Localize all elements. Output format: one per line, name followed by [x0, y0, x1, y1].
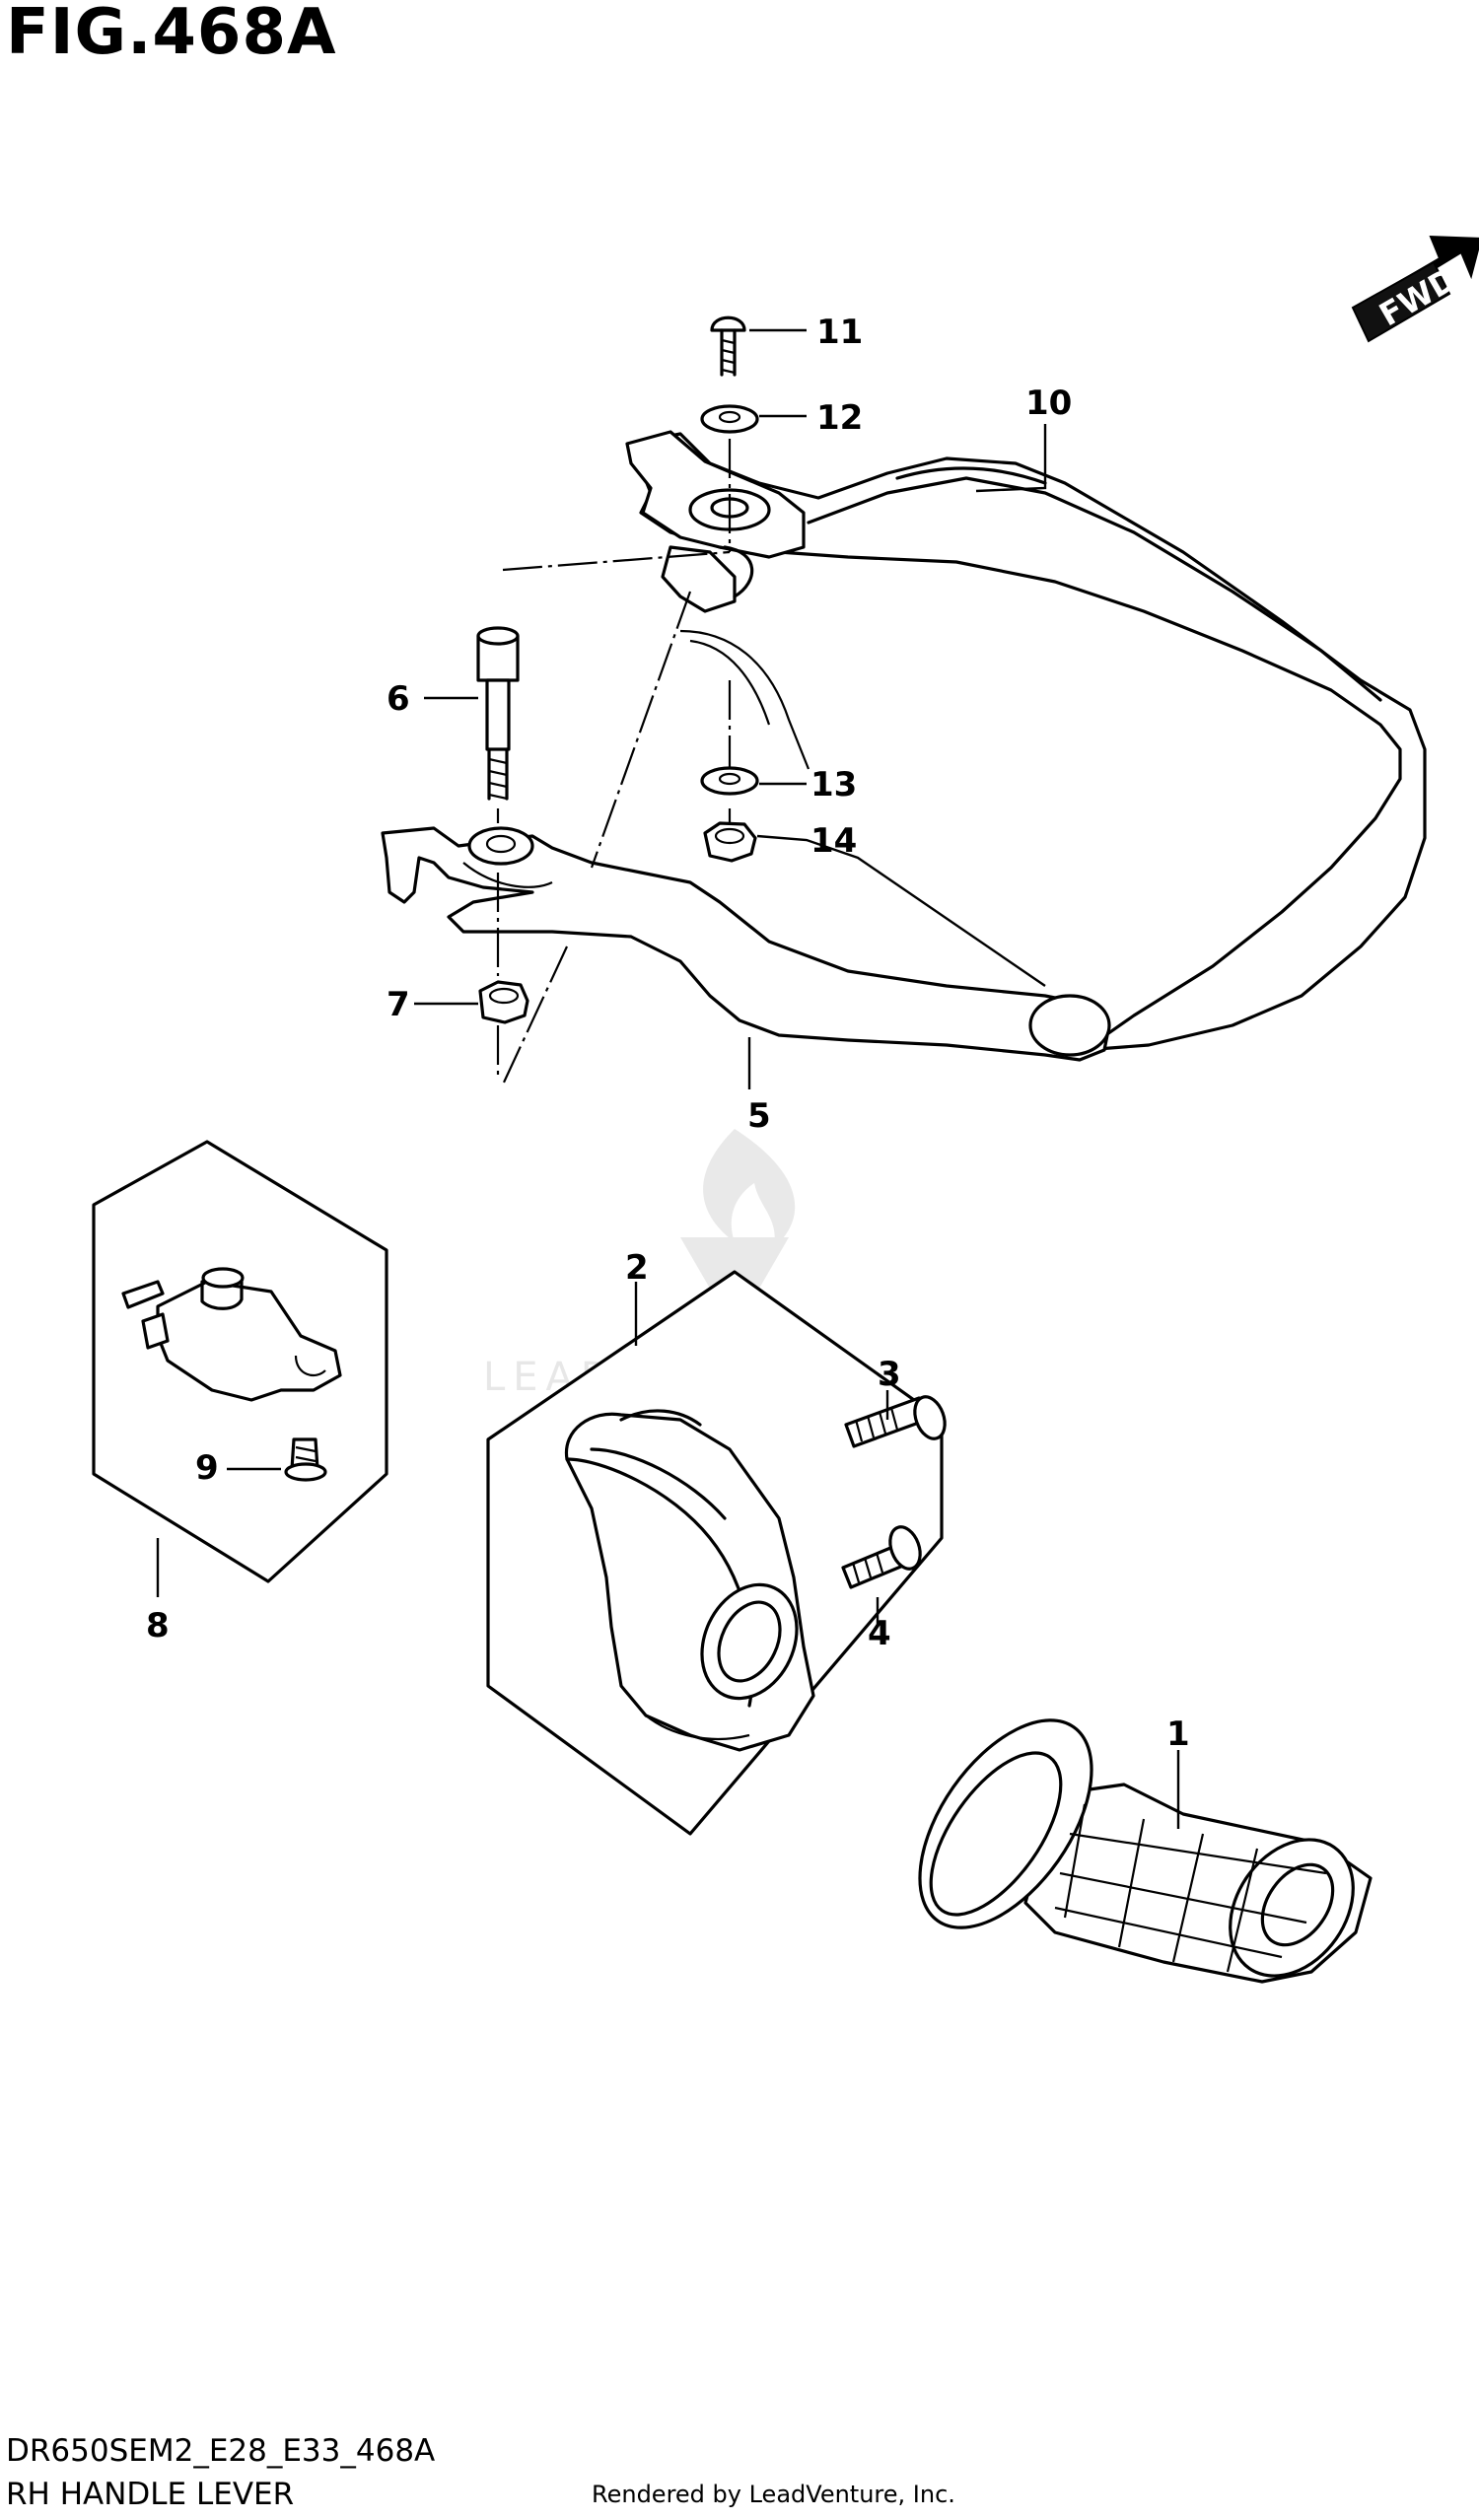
screw-3-part — [844, 1395, 947, 1448]
callout-14: 14 — [810, 821, 857, 861]
washer-12-part — [700, 404, 759, 434]
screw-4-part — [841, 1525, 922, 1589]
pivot-bolt-part — [476, 626, 520, 801]
callout-leaders — [156, 328, 1180, 1829]
callout-5: 5 — [747, 1096, 771, 1136]
figure-code: DR650SEM2_E28_E33_468A — [6, 2433, 436, 2469]
callout-9: 9 — [195, 1448, 219, 1488]
callout-7: 7 — [387, 985, 410, 1024]
hand-guard-part — [625, 430, 1427, 1052]
assembly-lines — [496, 439, 732, 1085]
lever-nut-part — [478, 980, 529, 1024]
brake-lever-part — [381, 826, 1111, 1062]
screw-11-part — [710, 315, 746, 377]
fwd-arrow-icon: FWD — [1351, 235, 1479, 343]
callout-6: 6 — [387, 679, 410, 719]
callout-12: 12 — [816, 398, 863, 438]
nut-14-part — [703, 821, 757, 863]
rendered-by-credit: Rendered by LeadVenture, Inc. — [592, 2481, 955, 2508]
callout-8: 8 — [146, 1606, 170, 1645]
switch-screw-9-part — [284, 1437, 327, 1482]
washer-13-part — [700, 766, 759, 796]
callout-10: 10 — [1025, 384, 1072, 423]
callout-labels: 11 12 10 6 13 14 7 5 2 3 4 1 9 8 — [146, 313, 1190, 1754]
callout-13: 13 — [810, 765, 857, 805]
figure-name: RH HANDLE LEVER — [6, 2477, 295, 2512]
callout-11: 11 — [816, 313, 863, 352]
callout-4: 4 — [868, 1614, 891, 1653]
callout-3: 3 — [878, 1355, 901, 1394]
throttle-housing-kit-box — [486, 1270, 944, 1836]
callout-1: 1 — [1166, 1715, 1190, 1754]
callout-2: 2 — [625, 1248, 649, 1288]
switch-kit-box — [92, 1140, 388, 1583]
figure-title: FIG.468A — [6, 0, 337, 69]
grip-part — [918, 1718, 1373, 1984]
